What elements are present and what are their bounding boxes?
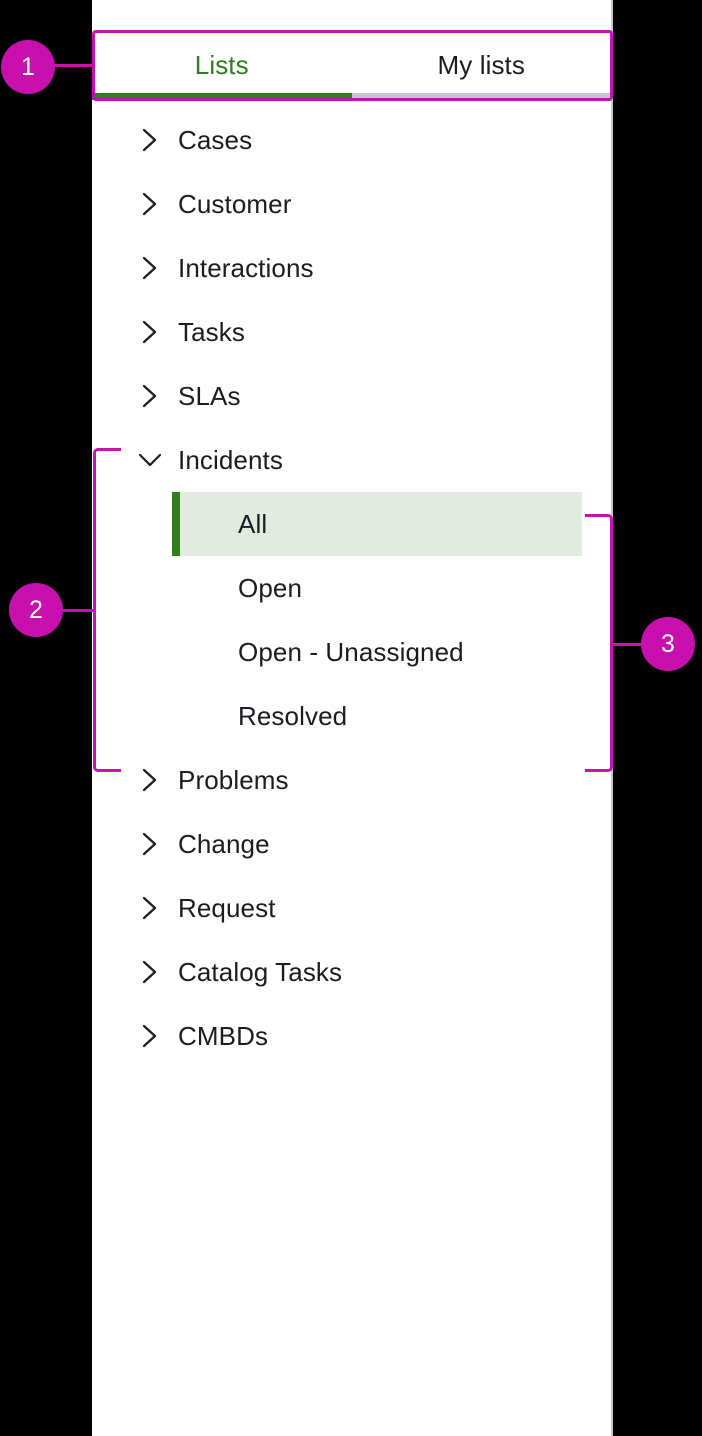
tree-item-label: CMBDs xyxy=(178,1020,269,1051)
tree-item-label: Request xyxy=(178,892,276,923)
chevron-right-icon xyxy=(136,766,164,794)
chevron-right-icon xyxy=(136,1022,164,1050)
annotation-marker-1: 1 xyxy=(1,40,55,94)
tree-item-customer[interactable]: Customer xyxy=(92,172,611,236)
tree-item-problems[interactable]: Problems xyxy=(92,748,611,812)
tab-lists[interactable]: Lists xyxy=(92,30,352,100)
chevron-right-icon xyxy=(136,190,164,218)
tree-item-label: Change xyxy=(178,828,270,859)
tab-lists-label: Lists xyxy=(194,49,249,80)
tree-item-request[interactable]: Request xyxy=(92,876,611,940)
tree-item-label: Incidents xyxy=(178,444,283,475)
tree-child-open-unassigned[interactable]: Open - Unassigned xyxy=(172,620,582,684)
annotation-marker-3-label: 3 xyxy=(661,629,675,658)
chevron-down-icon xyxy=(136,446,164,474)
tree-child-all[interactable]: All xyxy=(172,492,582,556)
tree-child-label: Resolved xyxy=(238,700,348,731)
annotation-leader-3 xyxy=(610,643,644,646)
annotation-leader-2 xyxy=(62,609,95,612)
tab-active-underline xyxy=(92,93,352,100)
annotation-marker-1-label: 1 xyxy=(21,52,35,81)
tree-item-label: SLAs xyxy=(178,380,241,411)
chevron-right-icon xyxy=(136,126,164,154)
lists-tree: Cases Customer Interactions Tasks SLAs xyxy=(92,108,611,1068)
tree-child-label: Open xyxy=(238,572,303,603)
chevron-right-icon xyxy=(136,894,164,922)
tree-child-label: All xyxy=(238,508,268,539)
tab-bar: Lists My lists xyxy=(92,30,611,100)
tab-my-lists[interactable]: My lists xyxy=(352,30,612,100)
tree-item-label: Interactions xyxy=(178,252,314,283)
tree-item-catalog-tasks[interactable]: Catalog Tasks xyxy=(92,940,611,1004)
tab-underline-track xyxy=(92,93,611,100)
tree-item-incidents[interactable]: Incidents xyxy=(92,428,611,492)
chevron-right-icon xyxy=(136,382,164,410)
annotation-marker-3: 3 xyxy=(641,617,695,671)
tree-item-cmbds[interactable]: CMBDs xyxy=(92,1004,611,1068)
tree-item-label: Customer xyxy=(178,188,292,219)
tab-inactive-underline xyxy=(351,93,611,100)
annotation-marker-2: 2 xyxy=(9,583,63,637)
annotation-leader-1 xyxy=(54,64,94,67)
tree-item-cases[interactable]: Cases xyxy=(92,108,611,172)
tree-item-label: Cases xyxy=(178,124,253,155)
tab-my-lists-label: My lists xyxy=(437,49,525,80)
tree-child-resolved[interactable]: Resolved xyxy=(172,684,582,748)
lists-panel: Lists My lists Cases Customer Interactio… xyxy=(92,0,613,1436)
tree-child-label: Open - Unassigned xyxy=(238,636,464,667)
chevron-right-icon xyxy=(136,318,164,346)
tree-item-slas[interactable]: SLAs xyxy=(92,364,611,428)
tree-item-change[interactable]: Change xyxy=(92,812,611,876)
chevron-right-icon xyxy=(136,958,164,986)
tree-item-tasks[interactable]: Tasks xyxy=(92,300,611,364)
tree-item-label: Catalog Tasks xyxy=(178,956,343,987)
chevron-right-icon xyxy=(136,254,164,282)
tree-item-interactions[interactable]: Interactions xyxy=(92,236,611,300)
chevron-right-icon xyxy=(136,830,164,858)
annotation-marker-2-label: 2 xyxy=(29,595,43,624)
tree-item-label: Problems xyxy=(178,764,289,795)
tree-child-open[interactable]: Open xyxy=(172,556,582,620)
tree-item-label: Tasks xyxy=(178,316,245,347)
